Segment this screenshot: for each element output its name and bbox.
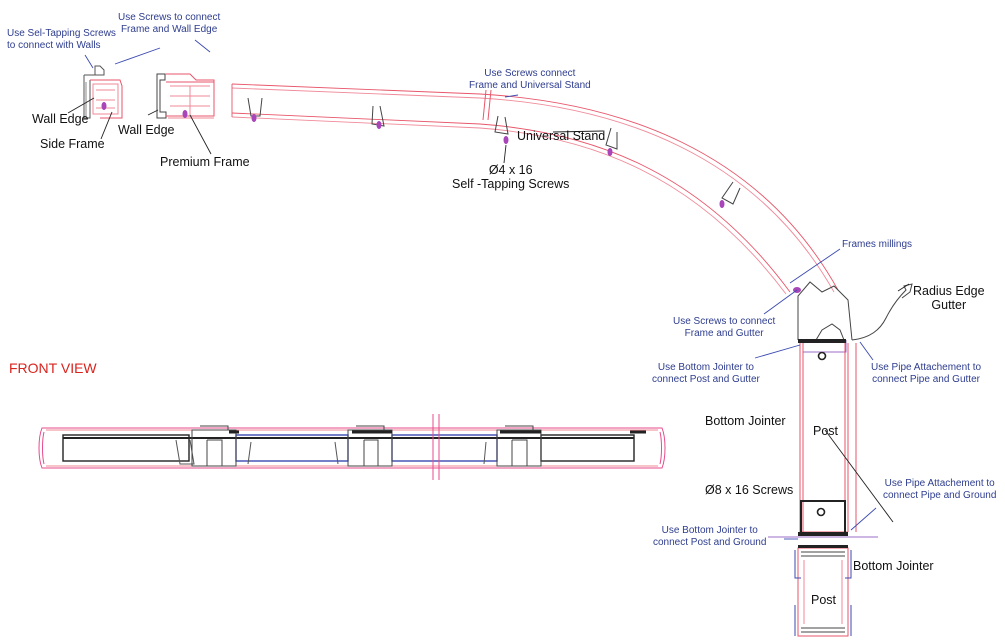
break-mark	[482, 89, 492, 121]
jointer-hole	[817, 351, 827, 361]
label-bottom-jointer-post-gutter: Use Bottom Jointer to connect Post and G…	[652, 362, 760, 385]
label-post-1: Post	[813, 424, 839, 438]
post-base-plate	[798, 545, 848, 548]
post-top-cap	[798, 339, 846, 343]
screw-marker	[101, 102, 107, 110]
break-mark	[432, 414, 440, 480]
label-screws-frame-stand: Use Screws connect Frame and Universal S…	[469, 68, 591, 91]
screw-marker	[607, 148, 613, 156]
leader-lines	[67, 97, 910, 523]
label-bottom-jointer-1: Bottom Jointer	[705, 414, 786, 428]
label-screws-frame-gutter: Use Screws to connect Frame and Gutter	[673, 316, 776, 339]
label-premium-frame: Premium Frame	[160, 155, 250, 169]
screw-marker	[376, 121, 382, 129]
curved-roof-frame	[231, 83, 839, 295]
label-screws-8x16: Ø8 x 16 Screws	[705, 483, 794, 497]
label-frames-millings: Frames millings	[842, 239, 913, 250]
premium-frame-profile	[156, 73, 215, 119]
label-sel-tapping-walls: Use Sel-Tapping Screws to connect with W…	[7, 28, 116, 51]
label-post-2: Post	[811, 593, 837, 607]
label-side-frame: Side Frame	[40, 137, 105, 151]
label-self-tapping-screws: Ø4 x 16 Self -Tapping Screws	[452, 163, 570, 192]
screw-marker	[251, 114, 257, 122]
label-bottom-jointer-post-ground: Use Bottom Jointer to connect Post and G…	[653, 525, 767, 548]
post-base-plate	[798, 532, 848, 536]
label-bottom-jointer-2: Bottom Jointer	[853, 559, 934, 573]
bottom-jointer-box	[800, 500, 846, 534]
label-wall-edge-1: Wall Edge	[32, 112, 89, 126]
label-pipe-attach-ground: Use Pipe Attachement to connect Pipe and…	[883, 478, 997, 501]
label-universal-stand: Universal Stand	[517, 129, 606, 143]
jointer-hole	[816, 507, 826, 517]
lower-post-section	[794, 547, 852, 637]
screw-marker	[719, 200, 725, 208]
annotation-leaders	[84, 39, 877, 540]
side-frame-profile	[83, 65, 123, 119]
screw-marker	[182, 110, 188, 118]
label-front-view: FRONT VIEW	[9, 360, 97, 376]
label-screws-frame-wall: Use Screws to connect Frame and Wall Edg…	[118, 12, 221, 35]
front-view-section	[38, 425, 666, 469]
label-wall-edge-2: Wall Edge	[118, 123, 175, 137]
screw-marker	[503, 136, 509, 144]
label-pipe-attach-gutter: Use Pipe Attachement to connect Pipe and…	[871, 362, 982, 385]
pipe-profile	[847, 343, 857, 532]
gutter-profile	[797, 281, 913, 353]
label-radius-edge-gutter: Radius Edge Gutter	[913, 284, 985, 313]
